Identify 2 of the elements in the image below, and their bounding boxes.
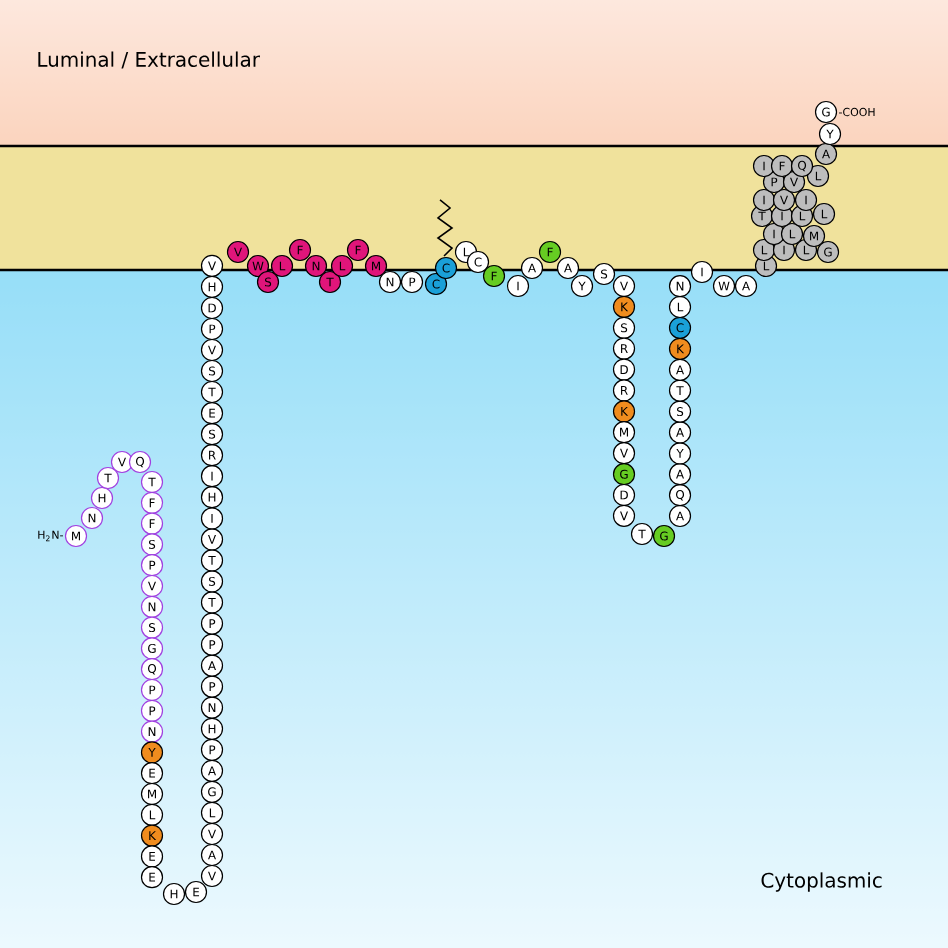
- region-label: Luminal / Extracellular: [38, 51, 260, 69]
- region-label: Cytoplasmic: [761, 872, 882, 892]
